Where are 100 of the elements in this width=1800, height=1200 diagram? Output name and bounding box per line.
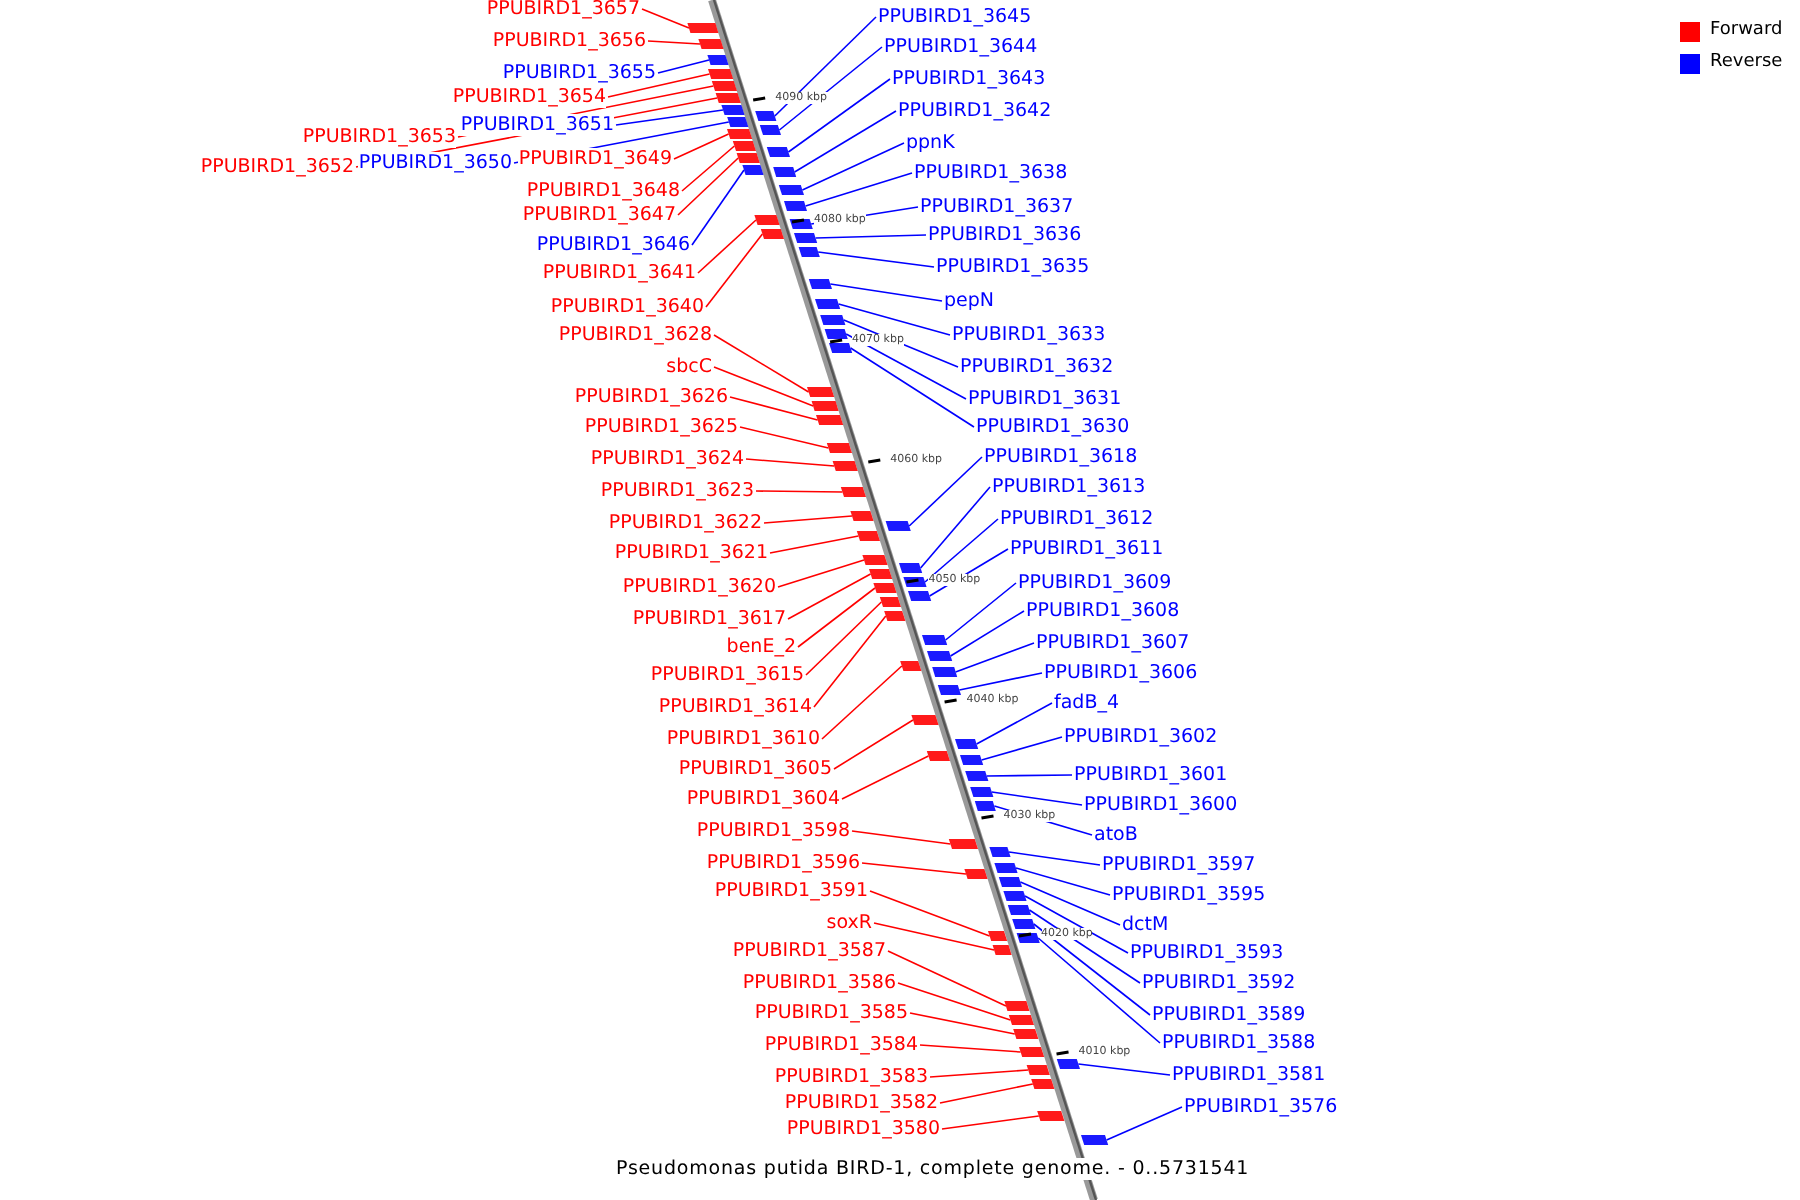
gene-feature [1031,1079,1055,1089]
gene-feature [965,771,989,781]
leader-line [697,219,757,274]
gene-label: PPUBIRD1_3611 [1010,538,1164,560]
gene-label: PPUBIRD1_3609 [1018,572,1172,594]
gene-feature [948,839,978,849]
gene-label: PPUBIRD1_3653 [302,126,456,148]
gene-feature [932,667,958,677]
gene-label: PPUBIRD1_3606 [1044,662,1198,684]
gene-feature [1081,1135,1109,1145]
gene-label: PPUBIRD1_3650 [358,152,512,174]
gene-feature [759,125,781,135]
gene-feature [988,931,1008,941]
gene-feature [884,611,906,621]
leader-line [729,396,819,421]
gene-feature [727,129,753,139]
gene-label: PPUBIRD1_3621 [614,542,768,564]
gene-feature [994,863,1018,873]
gene-label: PPUBIRD1_3612 [1000,508,1154,530]
gene-label: PPUBIRD1_3649 [518,148,672,170]
gene-label: dctM [1122,914,1169,936]
gene-label: PPUBIRD1_3591 [714,880,868,902]
gene-feature [1019,1047,1045,1057]
gene-feature [687,23,719,33]
gene-feature [873,583,897,593]
gene-feature [755,111,777,121]
gene-feature [708,69,734,79]
gene-feature [815,299,841,309]
gene-feature [698,39,724,49]
gene-feature [736,153,760,163]
gene-label: PPUBIRD1_3584 [764,1034,918,1056]
gene-label: PPUBIRD1_3596 [706,852,860,874]
leader-line [849,347,975,428]
gene-label: PPUBIRD1_3593 [1130,942,1284,964]
leader-line [887,950,1007,1007]
leader-line [851,830,952,845]
legend-label: Reverse [1710,52,1783,74]
gene-label: PPUBIRD1_3632 [960,356,1114,378]
leader-line [986,774,1073,777]
gene-feature [927,651,953,661]
leader-line [929,1069,1029,1078]
gene-feature [1007,905,1031,915]
gene-feature [820,315,846,325]
leader-line [1077,1063,1171,1076]
leader-line [805,601,883,676]
gene-label: PPUBIRD1_3637 [920,196,1074,218]
leader-line [869,890,991,937]
leader-line [691,169,745,246]
gene-feature [1008,1015,1034,1025]
leader-line [841,755,930,800]
gene-feature [974,801,996,811]
gene-feature [908,591,932,601]
leader-line [705,233,764,308]
gene-label: PPUBIRD1_3646 [536,234,690,256]
gene-label: PPUBIRD1_3648 [526,180,680,202]
leader-line [980,736,1063,761]
gene-feature [885,521,911,531]
leader-line [1019,881,1121,926]
gene-label: PPUBIRD1_3613 [992,476,1146,498]
gene-feature [1004,1001,1030,1011]
gene-feature [811,401,839,411]
gene-label: atoB [1094,824,1138,846]
gene-label: sbcC [666,356,712,378]
gene-feature [711,81,737,91]
gene-feature [824,329,848,339]
leader-line [647,40,701,45]
gene-label: PPUBIRD1_3583 [774,1066,928,1088]
gene-feature [832,461,858,471]
gene-feature [899,563,923,573]
gene-feature [1016,933,1040,943]
gene-label: PPUBIRD1_3638 [914,162,1068,184]
gene-feature [955,739,979,749]
gene-feature [840,487,866,497]
gene-feature [715,93,741,103]
gene-label: PPUBIRD1_3615 [650,664,804,686]
leader-line [713,334,810,393]
gene-label: PPUBIRD1_3626 [574,386,728,408]
leader-line [975,702,1053,745]
gene-label: PPUBIRD1_3598 [696,820,850,842]
gene-label: PPUBIRD1_3635 [936,256,1090,278]
gene-feature [964,869,988,879]
gene-feature [1012,919,1036,929]
gene-label: PPUBIRD1_3585 [754,1002,908,1024]
gene-label: PPUBIRD1_3641 [542,262,696,284]
gene-label: PPUBIRD1_3624 [590,448,744,470]
leader-line [897,982,1012,1021]
leader-line [777,559,865,588]
gene-label: PPUBIRD1_3656 [492,30,646,52]
leader-line [1024,895,1129,954]
gene-feature [900,661,922,671]
gene-feature [727,117,749,127]
gene-feature [784,201,807,211]
gene-label: PPUBIRD1_3614 [658,696,812,718]
gene-label: PPUBIRD1_3601 [1074,764,1228,786]
leader-line [739,426,830,449]
gene-label: PPUBIRD1_3592 [1142,972,1296,994]
gene-label: PPUBIRD1_3642 [898,100,1052,122]
gene-feature [816,415,844,425]
gene-feature [808,279,832,289]
gene-feature [850,511,874,521]
